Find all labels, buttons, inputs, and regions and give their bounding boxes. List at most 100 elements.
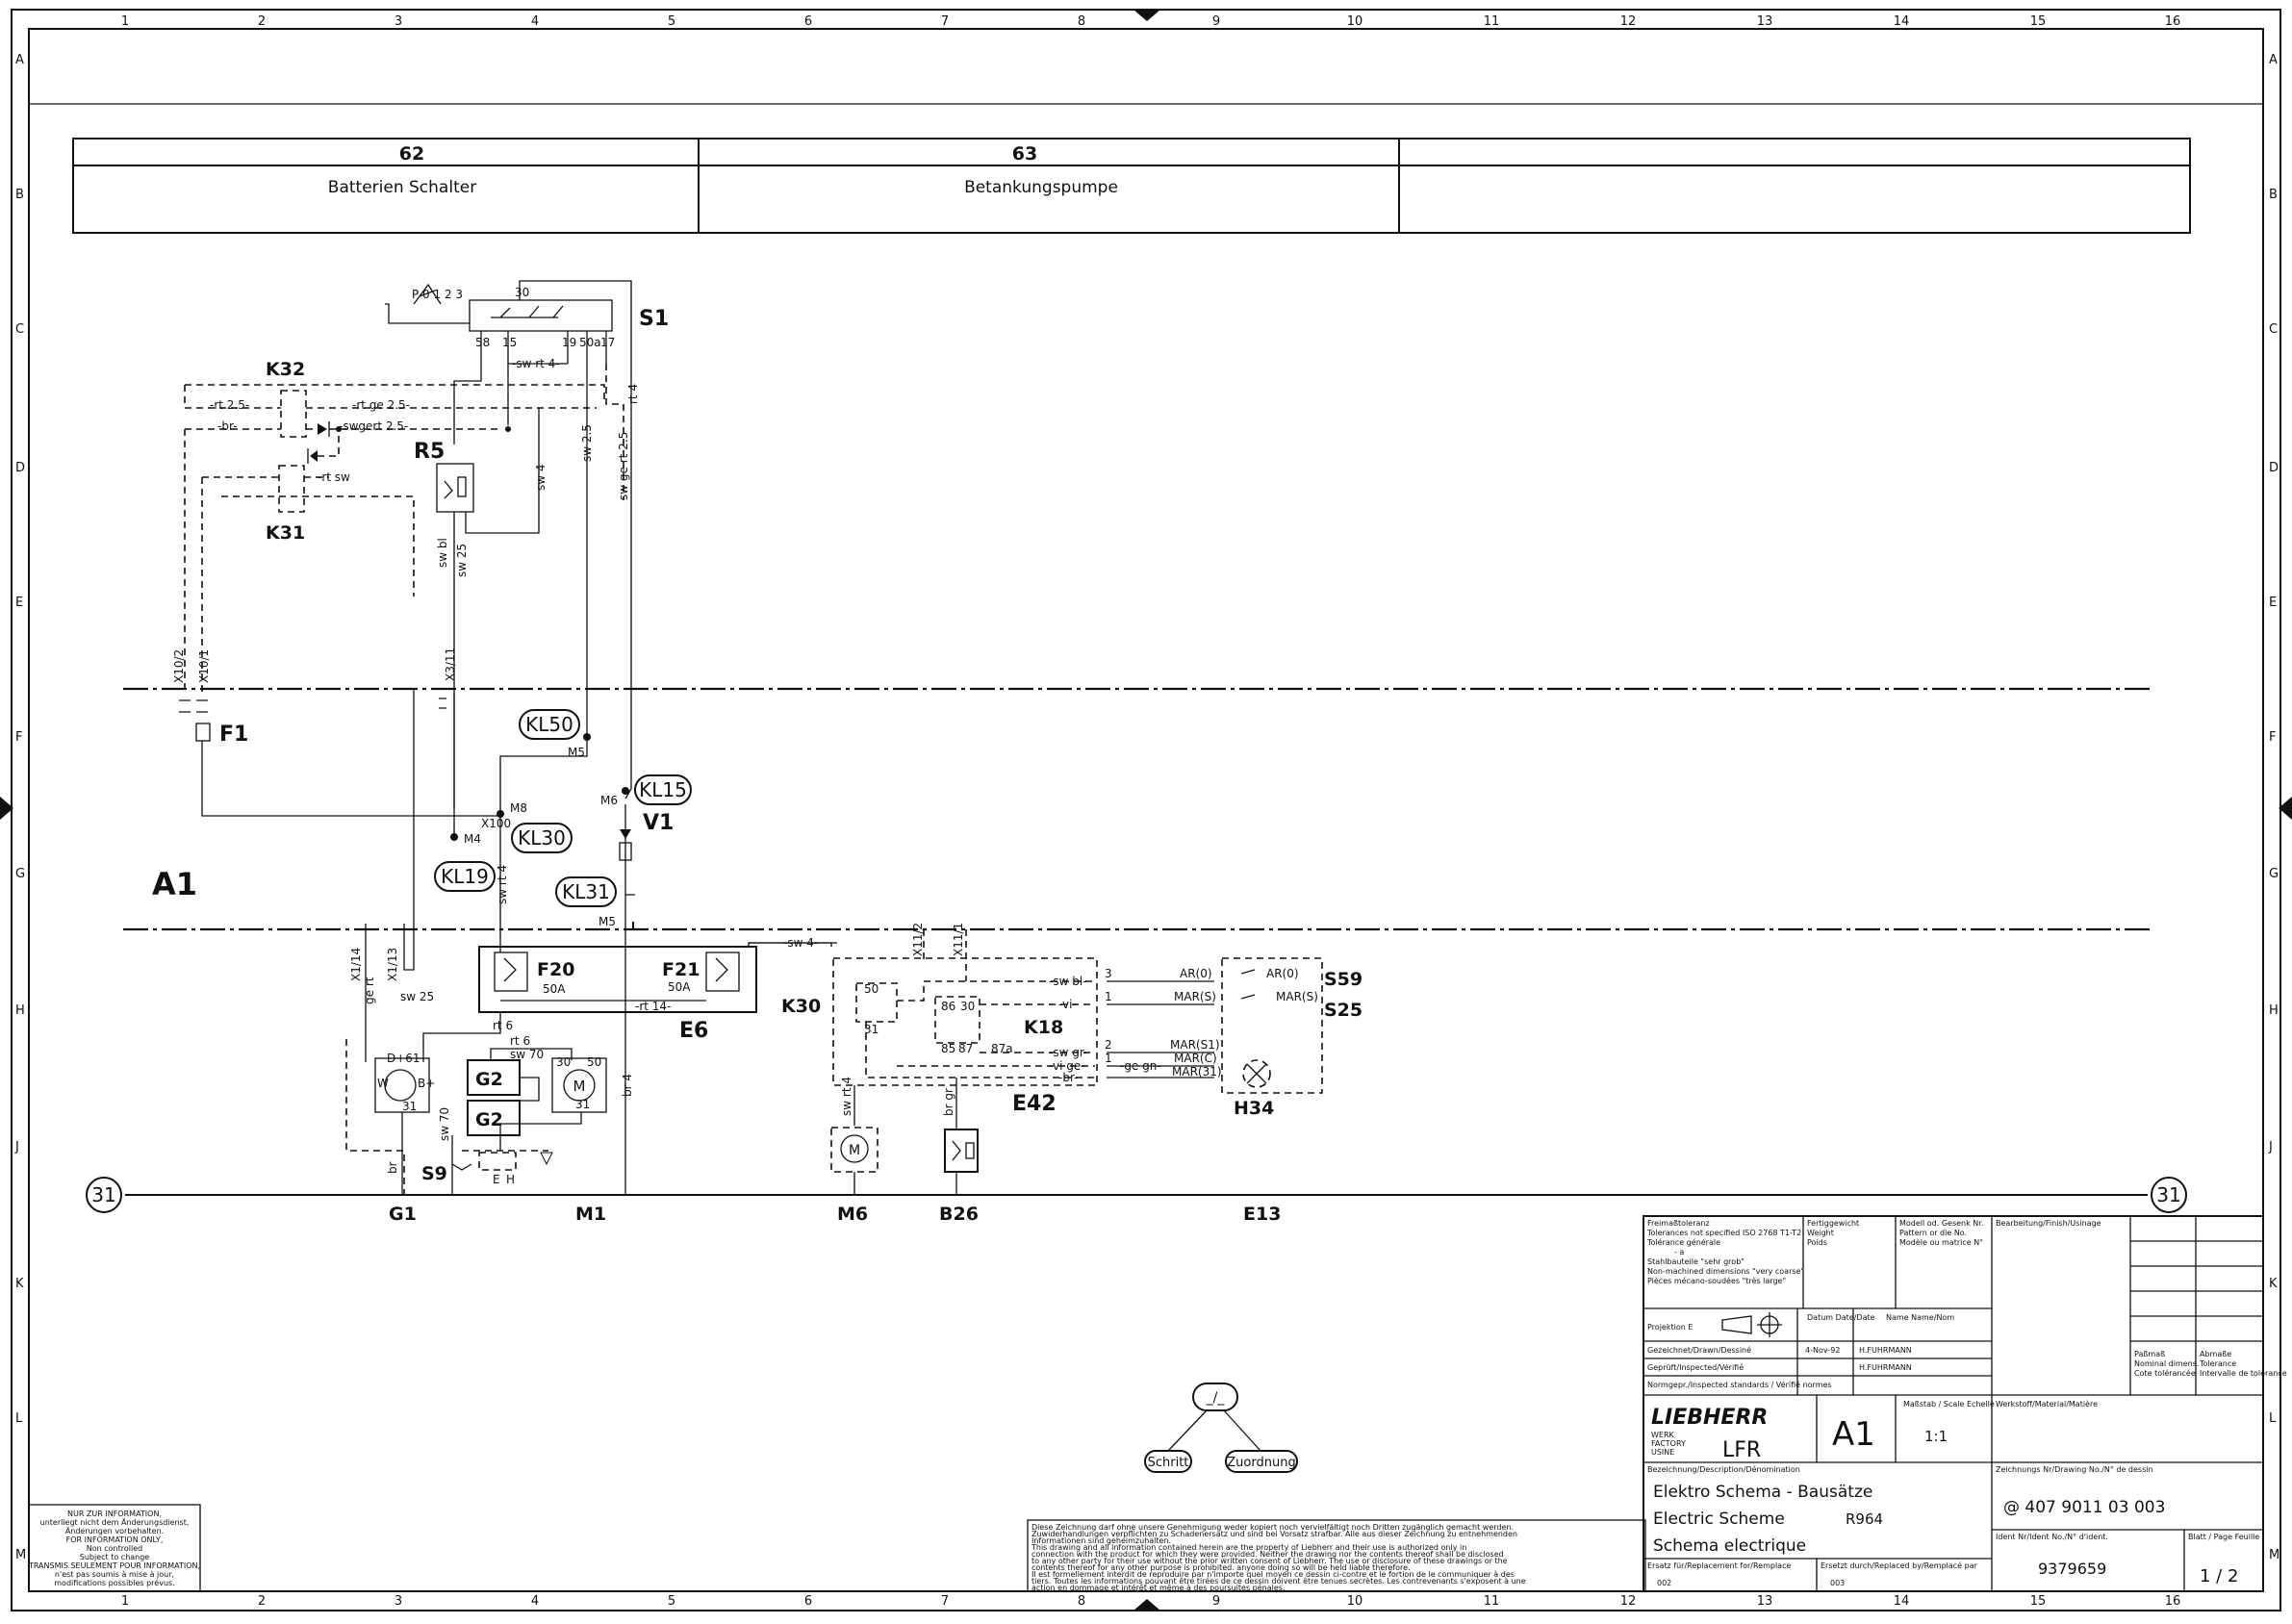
s1-terminal-19: 19 xyxy=(562,336,576,349)
wire-r5-sw4 xyxy=(465,408,540,534)
f20-fuse-icon xyxy=(503,957,517,982)
f21-label: F21 xyxy=(662,959,700,980)
g2-battery-2 xyxy=(467,1100,521,1136)
pin-3: 3 xyxy=(1105,967,1112,980)
grid-col-7: 7 xyxy=(941,14,949,29)
wire-m1-ground xyxy=(499,1112,582,1151)
info-stamp-line-1: NUR ZUR INFORMATION, xyxy=(67,1510,162,1518)
tb-drawn: Gezeichnet/Drawn/Dessiné xyxy=(1647,1345,1751,1355)
pin-2a: 2 xyxy=(1105,1038,1112,1052)
s1-body xyxy=(469,299,613,332)
grid-col-12: 12 xyxy=(1620,14,1637,29)
ground-terminal-left-label: 31 xyxy=(91,1183,115,1206)
connector-x10-1: X10/1 xyxy=(197,649,211,683)
pump-motor-m6: sw rt 4 M M6 xyxy=(830,1077,879,1225)
tb-tolerances-5: Non-machined dimensions "very coarse" xyxy=(1647,1267,1804,1276)
g1-terminal-w: W xyxy=(377,1077,389,1090)
tb-scale: 1:1 xyxy=(1924,1428,1948,1445)
g1-symbol-icon xyxy=(384,1069,417,1102)
h34-lamp-icon xyxy=(1242,1059,1271,1088)
f1-label: F1 xyxy=(219,723,248,747)
alternator-g1: D+61 W B+ 31 xyxy=(374,1052,435,1113)
grid-row-b: B xyxy=(15,188,24,202)
tb-allow-1: Abmaße xyxy=(2200,1350,2231,1358)
copyright-line-7: contents thereof for any other purpose i… xyxy=(1031,1563,1411,1572)
s1-terminal-15: 15 xyxy=(502,336,517,349)
m1-label: M1 xyxy=(575,1204,606,1225)
info-stamp-frame xyxy=(28,1504,201,1592)
g2-battery-1-label: G2 xyxy=(475,1069,503,1090)
grid-col-6-bottom: 6 xyxy=(804,1594,812,1609)
copyright-line-3: Informationen sind geheimzuhalten. xyxy=(1031,1536,1171,1545)
wire-x1-13 xyxy=(403,689,415,971)
k31-diode-icon xyxy=(310,450,318,462)
b26-switch-icon xyxy=(952,1140,961,1161)
inner-frame xyxy=(28,28,2264,1592)
projection-symbol-icon xyxy=(1721,1312,1782,1337)
grid-row-a: A xyxy=(15,53,24,67)
grid-row-g: G xyxy=(15,867,25,881)
wire-label-sw-25: sw 2.5 xyxy=(580,424,594,462)
grid-row-h: H xyxy=(15,1003,25,1018)
header-col2-title: Betankungspumpe xyxy=(964,178,1118,197)
wire-kl50 xyxy=(499,737,588,816)
g2-battery-2-label: G2 xyxy=(475,1109,503,1130)
fuel-pump-module-e42: K30 50 31 K18 86 30 85 87 87a -sw bl- -v… xyxy=(781,957,1098,1116)
grid-col-8-bottom: 8 xyxy=(1078,1594,1085,1609)
tb-replaced-label: Ersetzt durch/Replaced by/Remplacé par xyxy=(1821,1561,1978,1570)
tb-tolerances-6: Pièces mécano-soudées "très large" xyxy=(1647,1276,1786,1285)
grid-col-8: 8 xyxy=(1078,14,1085,29)
label-mar31: MAR(31) xyxy=(1172,1065,1222,1078)
fuse-box-e6: F20 50A F21 50A -rt 14- xyxy=(478,946,757,1013)
grid-col-4-bottom: 4 xyxy=(531,1594,539,1609)
grid-col-10: 10 xyxy=(1347,14,1363,29)
grid-col-13: 13 xyxy=(1757,14,1773,29)
wire-g2-series xyxy=(520,1077,540,1102)
grid-row-f: F xyxy=(15,730,22,745)
k32-relay-coil xyxy=(280,390,307,438)
point-m4: M4 xyxy=(464,832,481,846)
step-oval xyxy=(1144,1450,1192,1473)
grid-col-15-bottom: 15 xyxy=(2030,1594,2047,1609)
grid-row-e: E xyxy=(15,596,23,610)
tb-ident: 9379659 xyxy=(2038,1560,2106,1578)
s59-ar0: AR(0) xyxy=(1266,967,1299,980)
m1-body xyxy=(551,1057,607,1113)
header-frame xyxy=(72,138,2191,234)
s1-terminal-17: 17 xyxy=(600,336,615,349)
top-centre-mark-icon xyxy=(1133,10,1160,21)
header-col2-number: 63 xyxy=(1012,143,1037,165)
s1-key-shaft xyxy=(385,303,470,324)
connector-x10-2-icon xyxy=(179,699,191,713)
e42-pin-connectors: 3 1 2 1 xyxy=(1105,967,1112,1065)
tb-tolerances-2: Tolérance générale xyxy=(1646,1237,1720,1247)
info-stamp-line-7: TRANSMIS SEULEMENT POUR INFORMATION, xyxy=(28,1561,200,1570)
s59-mars: MAR(S) xyxy=(1276,990,1318,1003)
terminal-kl15-label: KL15 xyxy=(639,778,687,801)
tb-checked-name: H.FUHRMANN xyxy=(1859,1363,1912,1372)
tb-weight-3: Poids xyxy=(1807,1238,1827,1247)
level-sensor-b26: br gr B26 xyxy=(939,1078,979,1225)
grid-col-15: 15 xyxy=(2030,14,2047,29)
wire-label-rt-6: rt 6 xyxy=(493,1019,513,1032)
wire-label-rt-14: -rt 14- xyxy=(635,1000,671,1013)
s1-terminal-58: 58 xyxy=(475,336,490,349)
grid-row-l: L xyxy=(15,1411,23,1426)
copyright-line-4: This drawing and all information contain… xyxy=(1031,1543,1466,1552)
grid-row-f-right: F xyxy=(2269,730,2276,745)
outer-frame xyxy=(11,9,2281,1611)
batteries-g2: G2 G2 rt 6 sw 70 xyxy=(467,1034,573,1136)
tb-factory: LFR xyxy=(1722,1438,1761,1462)
k18-terminal-87a: 87a xyxy=(991,1042,1013,1055)
grid-col-5: 5 xyxy=(668,14,675,29)
grid-row-j-right: J xyxy=(2268,1140,2273,1155)
grid-row-d: D xyxy=(15,461,25,475)
tb-replacement-label: Ersatz für/Replacement for/Remplace xyxy=(1647,1561,1791,1570)
info-stamp-line-2: unterliegt nicht dem Änderungsdienst, xyxy=(40,1517,190,1527)
tb-replaced: 003 xyxy=(1830,1579,1845,1587)
junction-kl15 xyxy=(622,787,629,795)
terminal-kl50 xyxy=(519,709,580,740)
tb-tolerances-title: Freimaßtoleranz xyxy=(1647,1219,1710,1228)
tb-tolerance-2: Nominal dimens. xyxy=(2134,1359,2199,1368)
f20-fuse xyxy=(494,952,528,992)
